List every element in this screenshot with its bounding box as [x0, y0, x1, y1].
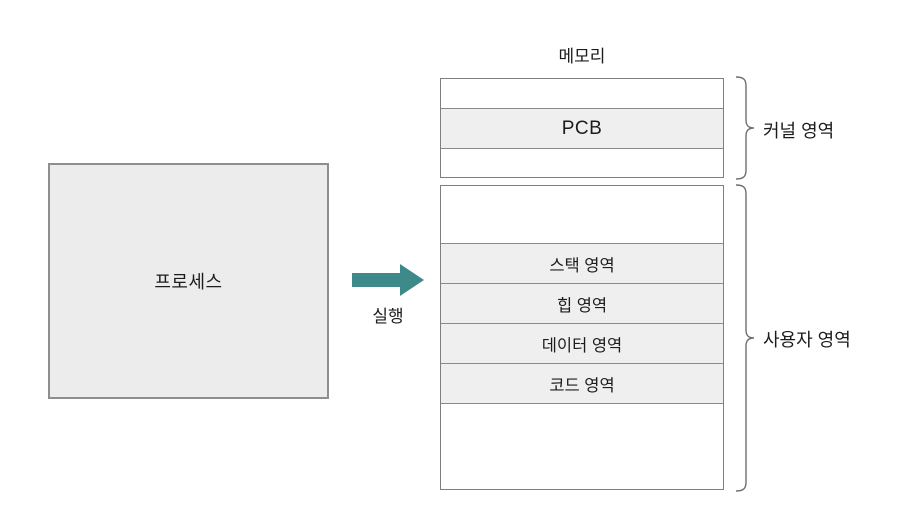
right-arrow-icon — [352, 264, 424, 296]
memory-row-heap: 힙 영역 — [441, 283, 723, 323]
memory-row-empty — [441, 148, 723, 177]
user-area-label: 사용자 영역 — [763, 330, 851, 350]
data-area-label: 데이터 영역 — [541, 336, 623, 355]
memory-row-empty — [441, 186, 723, 243]
pcb-label: PCB — [561, 117, 603, 139]
kernel-memory-box: PCB — [440, 78, 724, 178]
memory-row-data: 데이터 영역 — [441, 323, 723, 363]
kernel-area-label: 커널 영역 — [763, 121, 835, 141]
memory-row-stack: 스택 영역 — [441, 243, 723, 283]
heap-area-label: 힙 영역 — [556, 296, 608, 315]
memory-row-empty — [441, 403, 723, 489]
process-label: 프로세스 — [154, 272, 223, 292]
memory-row-pcb: PCB — [441, 108, 723, 148]
user-area-brace — [735, 184, 755, 492]
stack-area-label: 스택 영역 — [549, 256, 615, 275]
kernel-area-brace — [735, 76, 755, 180]
memory-title: 메모리 — [558, 47, 606, 66]
execute-label: 실행 — [372, 307, 404, 326]
code-area-label: 코드 영역 — [549, 376, 615, 395]
user-memory-box: 스택 영역 힙 영역 데이터 영역 코드 영역 — [440, 185, 724, 490]
memory-row-code: 코드 영역 — [441, 363, 723, 403]
memory-row-empty — [441, 79, 723, 108]
process-box: 프로세스 — [48, 163, 329, 399]
